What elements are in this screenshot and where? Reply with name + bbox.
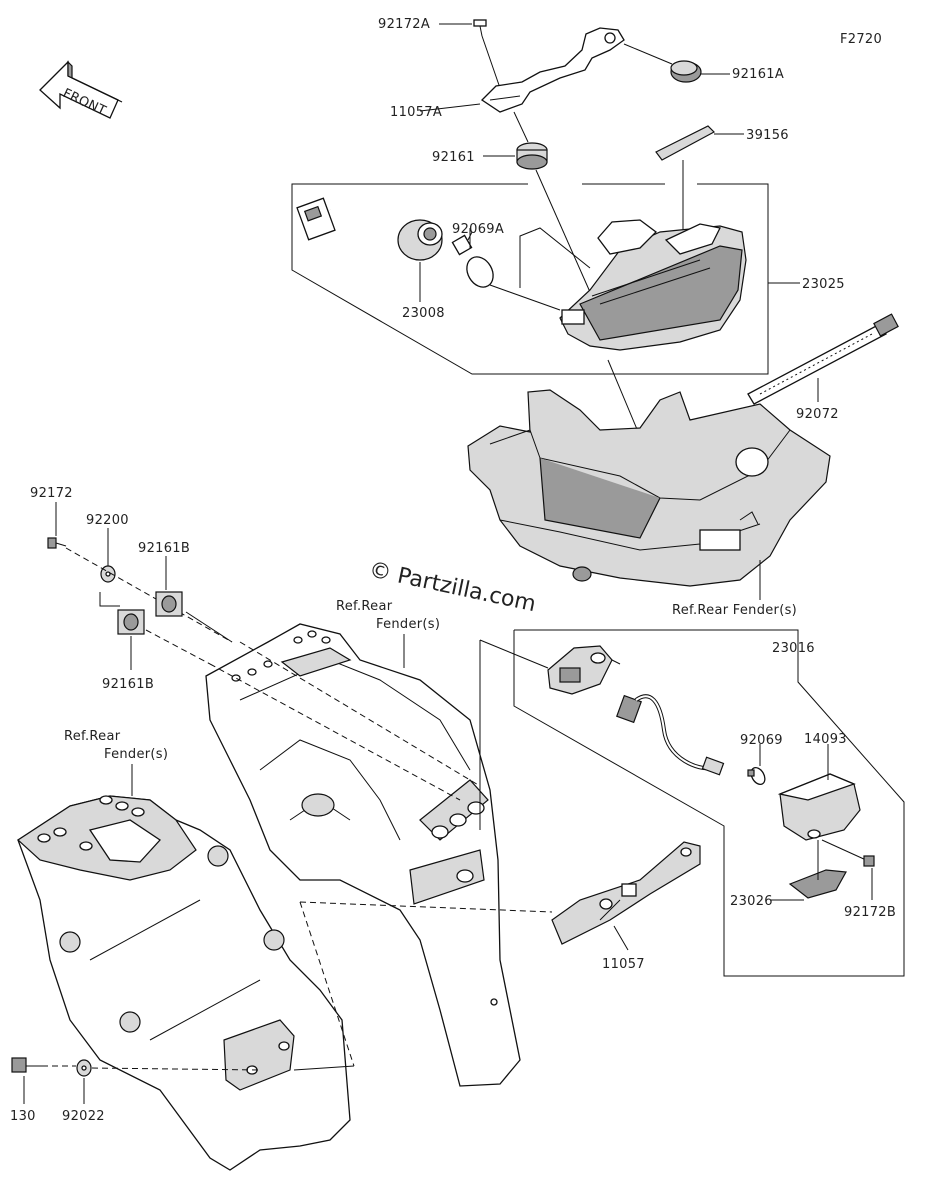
washer-92022 — [76, 1059, 92, 1077]
rear-fender-center — [205, 623, 521, 1087]
socket-23008 — [296, 197, 443, 261]
pad-39156 — [655, 125, 715, 161]
callout-92069A: 92069A — [452, 222, 504, 237]
callout-92161: 92161 — [432, 150, 475, 165]
callout-23025: 23025 — [802, 277, 845, 292]
ref-rear-fender-left-2: Fender(s) — [104, 747, 168, 762]
grommet-92161B-bottom — [117, 609, 145, 635]
tail-light-unit — [559, 219, 747, 351]
callout-11057: 11057 — [602, 957, 645, 972]
callout-39156: 39156 — [746, 128, 789, 143]
rear-fender-lower — [17, 795, 351, 1171]
license-light-harness — [616, 694, 725, 776]
callout-92072: 92072 — [796, 407, 839, 422]
ref-rear-fender-right: Ref.Rear Fender(s) — [672, 603, 797, 618]
assembly-frame-23025 — [291, 183, 769, 375]
callout-130: 130 — [10, 1109, 36, 1124]
callout-92161B-top: 92161B — [138, 541, 190, 556]
screw-92172A-icon — [473, 19, 487, 37]
callout-14093: 14093 — [804, 732, 847, 747]
callout-92172A: 92172A — [378, 17, 430, 32]
ref-rear-fender-center-2: Fender(s) — [376, 617, 440, 632]
callout-92022: 92022 — [62, 1109, 105, 1124]
callout-23016: 23016 — [772, 641, 815, 656]
cap-92161A — [670, 60, 702, 83]
callout-23008: 23008 — [402, 306, 445, 321]
license-light-body — [547, 645, 621, 695]
bulb-92069A — [451, 231, 494, 288]
screw-92172-icon — [47, 537, 67, 549]
ref-rear-fender-left-1: Ref.Rear — [64, 729, 121, 744]
figure-code: F2720 — [840, 32, 882, 47]
front-arrow-icon: FRONT — [39, 60, 123, 119]
callout-92172: 92172 — [30, 486, 73, 501]
cable-tie-92072 — [747, 313, 899, 405]
callout-92172B: 92172B — [844, 905, 896, 920]
bolt-130-icon — [11, 1057, 42, 1073]
bracket-11057 — [551, 841, 701, 945]
assembly-frame-23016 — [513, 629, 905, 977]
watermark-text: © Partzilla.com — [367, 557, 538, 617]
callout-11057A: 11057A — [390, 105, 442, 120]
grommet-92161B-top — [155, 591, 183, 617]
lamp-cover-14093 — [777, 773, 861, 841]
callout-92200: 92200 — [86, 513, 129, 528]
rear-fender-upper — [467, 389, 831, 587]
bulb-92069 — [747, 766, 766, 786]
callout-92161A: 92161A — [732, 67, 784, 82]
ref-rear-fender-center-1: Ref.Rear — [336, 599, 393, 614]
grommet-92161 — [516, 142, 548, 170]
screw-92172B-icon — [821, 839, 875, 867]
lens-23026 — [788, 869, 847, 899]
callout-23026: 23026 — [730, 894, 773, 909]
callout-92161B-bottom: 92161B — [102, 677, 154, 692]
bracket-11057A — [480, 27, 625, 113]
callout-92069: 92069 — [740, 733, 783, 748]
